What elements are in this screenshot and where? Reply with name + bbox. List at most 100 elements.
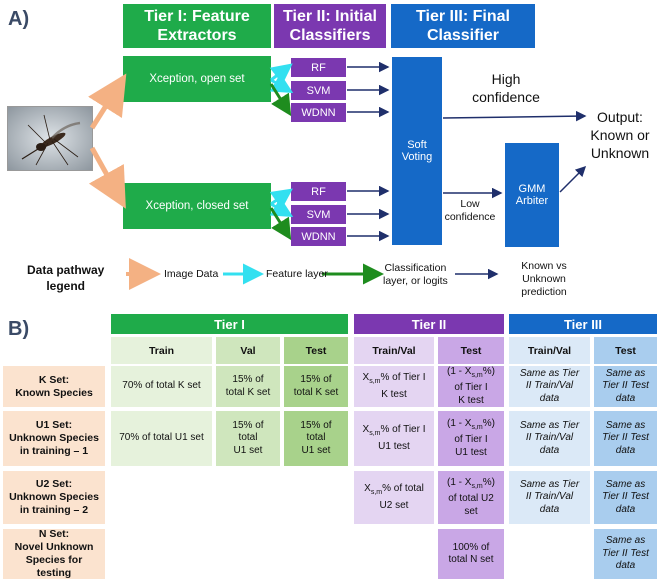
soft-voting-line2: Voting — [401, 151, 433, 163]
cell-line: 15% of — [232, 374, 264, 385]
mosquito-icon — [8, 107, 92, 170]
cell-line: U1 test — [455, 446, 487, 458]
cell-line: Tier II Test — [602, 491, 649, 503]
cell-line: of Tier I — [454, 434, 488, 446]
table-tier1-label: Tier I — [214, 316, 245, 332]
cell-u1-t3-trainval: Same as Tier II Train/Val data — [509, 411, 590, 466]
tier2-header: Tier II: Initial Classifiers — [274, 4, 386, 48]
cell-k-train: 70% of total K set — [111, 366, 212, 407]
high-confidence-label: High confidence — [456, 70, 556, 106]
legend-title: Data pathway legend — [27, 262, 104, 294]
pathway-arrows — [88, 61, 587, 290]
logits-arrow — [269, 207, 292, 241]
col-header-label: Train/Val — [372, 344, 416, 357]
soft-voting-box: Soft Voting — [392, 57, 442, 245]
cell-line: K test — [381, 388, 407, 400]
cell-line: II Train/Val — [525, 491, 574, 503]
col-header-label: Train — [148, 344, 175, 357]
cell-part: (1 - X — [447, 417, 472, 429]
cell-line: total N set — [448, 554, 494, 565]
gmm-line1: GMM — [518, 183, 546, 195]
feature-arrow — [269, 63, 293, 85]
row-header-line: testing — [36, 567, 72, 579]
cell-line: Xs,m% of total — [364, 483, 424, 500]
table-tier3-label: Tier III — [563, 316, 603, 332]
classifier-label: SVM — [306, 84, 331, 97]
row-header-line: N Set: — [38, 528, 70, 540]
image-data-arrow-closed — [88, 146, 126, 209]
high-confidence-line2: confidence — [472, 89, 540, 105]
cell-k-val: 15% of total K set — [216, 366, 280, 407]
cell-part: % of Tier I — [380, 372, 426, 383]
cell-line: of Tier I — [454, 382, 488, 394]
extractor-closed-set: Xception, closed set — [123, 183, 271, 229]
high-confidence-line1: High — [491, 71, 521, 87]
cell-line: of total U2 — [448, 493, 494, 505]
row-header-u1-set: U1 Set: Unknown Species in training – 1 — [3, 411, 105, 466]
col-header-label: Train/Val — [527, 344, 572, 357]
feature-arrow — [269, 73, 294, 94]
cell-line: data — [615, 444, 636, 456]
prediction-arrows — [347, 61, 587, 242]
cell-line: Same as Tier — [519, 419, 580, 431]
classifier-label: RF — [311, 185, 326, 198]
cell-line: total K set — [293, 386, 339, 398]
cell-part: (1 - X — [447, 365, 472, 377]
row-header-line: K Set: — [38, 373, 70, 386]
low-confidence-line2: confidence — [444, 211, 496, 223]
legend-logits-label: Classification layer, or logits — [383, 262, 448, 288]
row-header-line: Novel Unknown — [14, 541, 94, 553]
cell-line: Same as — [605, 535, 646, 547]
legend-prediction-line1: Known vs — [521, 260, 567, 272]
col-header-label: Test — [460, 344, 482, 357]
gmm-arbiter-box: GMM Arbiter — [505, 143, 559, 247]
cell-line: total — [238, 432, 258, 444]
tier3-header-line2: Classifier — [426, 27, 500, 44]
output-line2: Known or — [590, 127, 650, 143]
cell-part: X — [362, 372, 370, 383]
row-header-line: in training – 1 — [19, 445, 89, 457]
row-header-line: Unknown Species — [9, 432, 99, 444]
cell-part: %) — [482, 365, 495, 377]
cell-line: Tier II Test — [602, 547, 649, 559]
col-header-val: Val — [216, 337, 280, 364]
row-header-line: Species for — [25, 554, 83, 566]
legend-prediction-line2: Unknown — [522, 273, 566, 285]
cell-sub: s,m — [369, 430, 381, 437]
mosquito-image — [7, 106, 93, 171]
cell-line: Same as — [605, 367, 646, 379]
classifier-rf-open: RF — [291, 58, 346, 77]
cell-line: Tier II Test — [602, 380, 649, 392]
cell-line: (1 - Xs,m%) — [447, 418, 495, 435]
cell-u2-t2-test: (1 - Xs,m%) of total U2 set — [438, 471, 504, 524]
cell-line: (1 - Xs,m%) — [447, 477, 495, 494]
cell-n-t2-test: 100% of total N set — [438, 529, 504, 579]
cell-k-t2-trainval: Xs,m% of Tier I K test — [354, 366, 434, 407]
extractor-open-set: Xception, open set — [123, 56, 271, 102]
legend-image-data-label: Image Data — [164, 268, 219, 280]
cell-line: II Train/Val — [525, 432, 574, 444]
cell-line: data — [539, 444, 560, 456]
table-tier2-label: Tier II — [411, 316, 447, 332]
low-confidence-label: Low confidence — [440, 198, 500, 224]
cell-text: 70% of total U1 set — [119, 432, 204, 444]
legend-feature-label: Feature layer — [266, 268, 328, 280]
classifier-svm-open: SVM — [291, 81, 346, 100]
cell-line: U1 test — [378, 440, 410, 452]
row-header-line: in training – 2 — [19, 504, 89, 516]
cell-line: 15% of — [300, 374, 332, 385]
image-data-arrow-open — [88, 73, 127, 130]
table-tier2-header: Tier II — [354, 314, 504, 334]
cell-part: % of Tier I — [380, 424, 426, 435]
table-tier3-header: Tier III — [509, 314, 657, 334]
classifier-label: WDNN — [301, 230, 336, 243]
row-header-u2-set: U2 Set: Unknown Species in training – 2 — [3, 471, 105, 524]
logits-arrow — [269, 83, 292, 117]
cell-text: 70% of total K set — [122, 380, 201, 392]
cell-line: Same as — [605, 478, 646, 490]
cell-u1-t3-test: Same as Tier II Test data — [594, 411, 657, 466]
col-header-train: Train — [111, 337, 212, 364]
cell-line: U1 set — [233, 444, 263, 456]
cell-line: Same as Tier — [519, 478, 580, 490]
cell-line: Tier II Test — [602, 432, 649, 444]
